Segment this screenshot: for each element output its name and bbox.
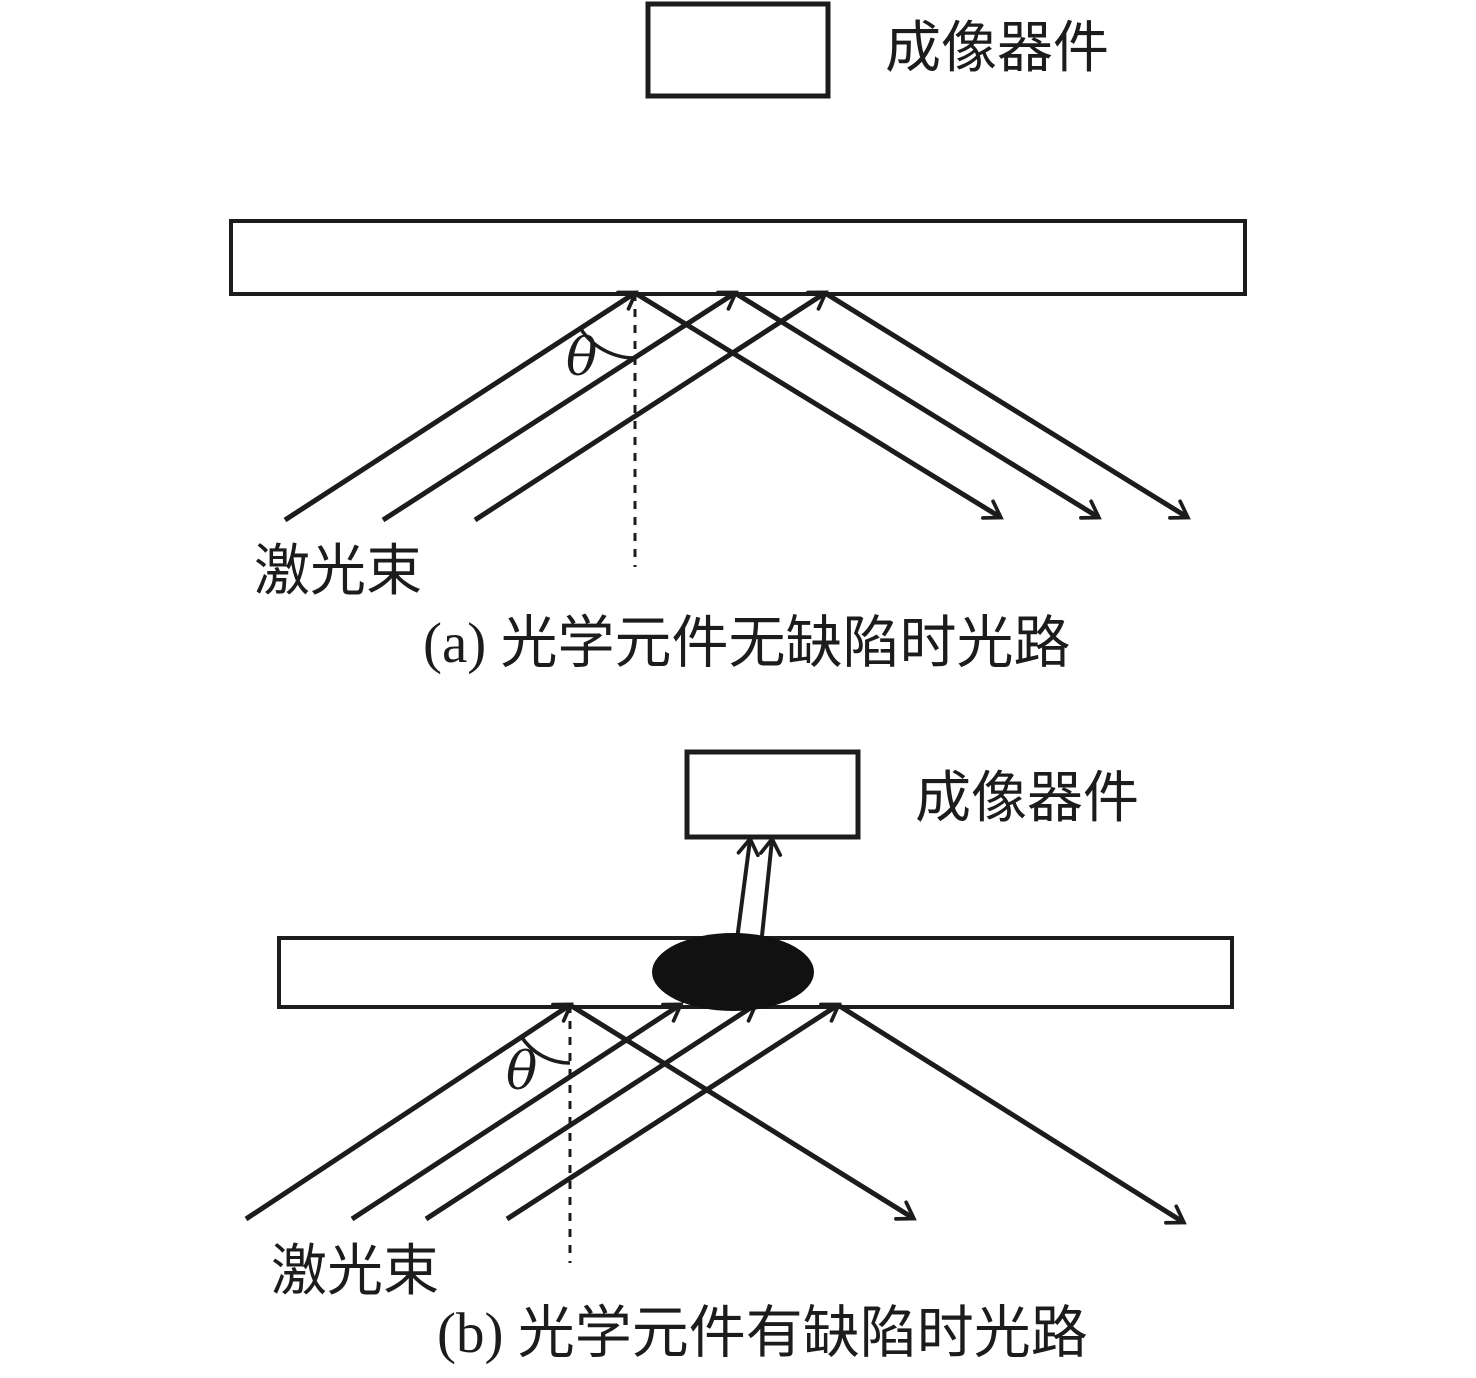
angle-arc (519, 1035, 571, 1065)
incident-ray (473, 290, 829, 523)
defect-ellipse (652, 933, 814, 1011)
imaging-device-label: 成像器件 (885, 18, 1109, 80)
reflected-ray (823, 290, 1191, 520)
imaging-device-label: 成像器件 (915, 768, 1139, 830)
incident-ray (381, 290, 739, 523)
reflected-ray (633, 290, 1004, 520)
laser-beam-label: 激光束 (271, 1241, 439, 1303)
optical-element-bar (229, 219, 1247, 296)
angle-theta-label: θ (566, 328, 597, 388)
panel-b-caption: (b) 光学元件有缺陷时光路 (437, 1302, 1088, 1365)
reflected-ray (568, 1002, 917, 1221)
panel-b: 成像器件 θ 激光束 (b) 光学元件有缺陷时光路 (244, 749, 1234, 1365)
imaging-device-box (684, 749, 861, 840)
angle-theta-label: θ (506, 1042, 537, 1102)
reflected-ray (836, 1002, 1187, 1225)
incident-ray (505, 1002, 842, 1222)
laser-beam-label: 激光束 (254, 541, 422, 603)
imaging-device-box (645, 1, 831, 99)
panel-a: 成像器件 θ 激光束 (a) 光学元件无缺陷时光路 (229, 1, 1247, 675)
incident-ray (350, 1002, 684, 1222)
incident-ray (283, 290, 639, 523)
panel-a-caption: (a) 光学元件无缺陷时光路 (423, 612, 1071, 675)
incident-ray (244, 1002, 574, 1222)
reflected-ray (733, 290, 1102, 520)
angle-arc (579, 327, 636, 360)
incident-ray (424, 1002, 759, 1222)
